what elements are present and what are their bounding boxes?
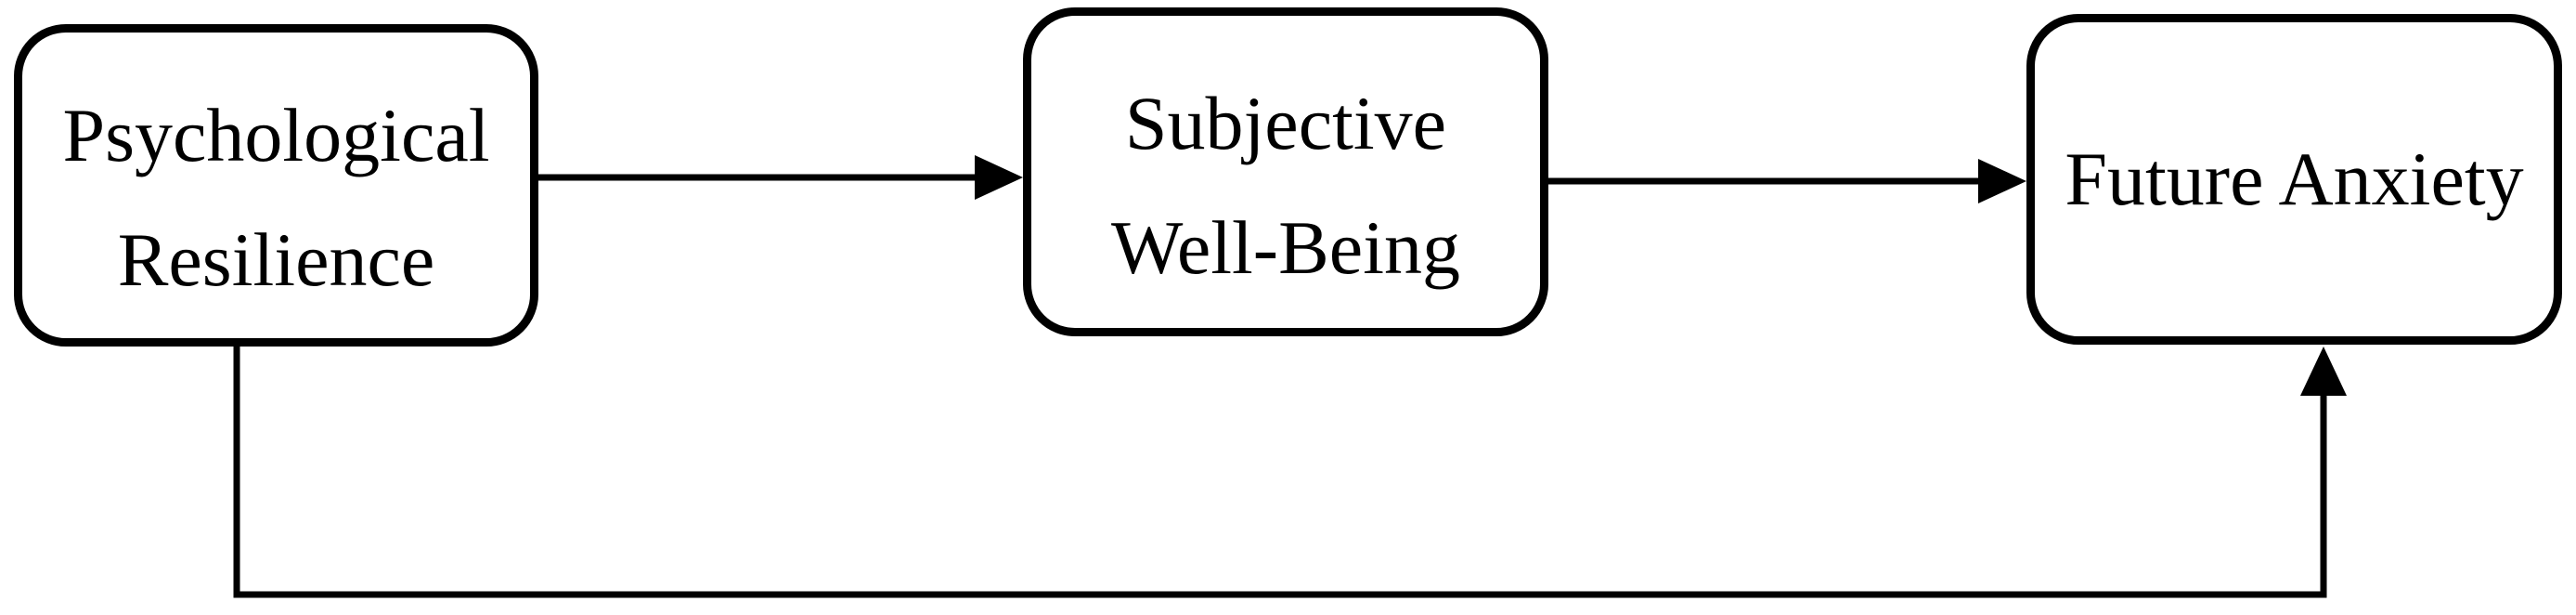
arrow-wellbeing-to-anxiety-head	[1978, 159, 2026, 203]
node-subjective-well-being: Subjective Well-Being	[1023, 7, 1548, 336]
node-psychological-resilience-label-line2: Resilience	[117, 216, 435, 302]
node-psychological-resilience-label-line1: Psychological	[62, 92, 490, 177]
node-psychological-resilience: Psychological Resilience	[14, 24, 538, 347]
arrow-resilience-to-anxiety-head	[2300, 347, 2347, 396]
arrow-resilience-to-anxiety-shaft	[233, 347, 2327, 598]
node-future-anxiety: Future Anxiety	[2026, 14, 2562, 345]
node-subjective-well-being-label-line1: Subjective	[1124, 81, 1447, 165]
arrow-resilience-to-wellbeing-head	[975, 155, 1023, 200]
node-future-anxiety-label: Future Anxiety	[2065, 137, 2524, 221]
node-subjective-well-being-label-line2: Well-Being	[1111, 205, 1460, 290]
